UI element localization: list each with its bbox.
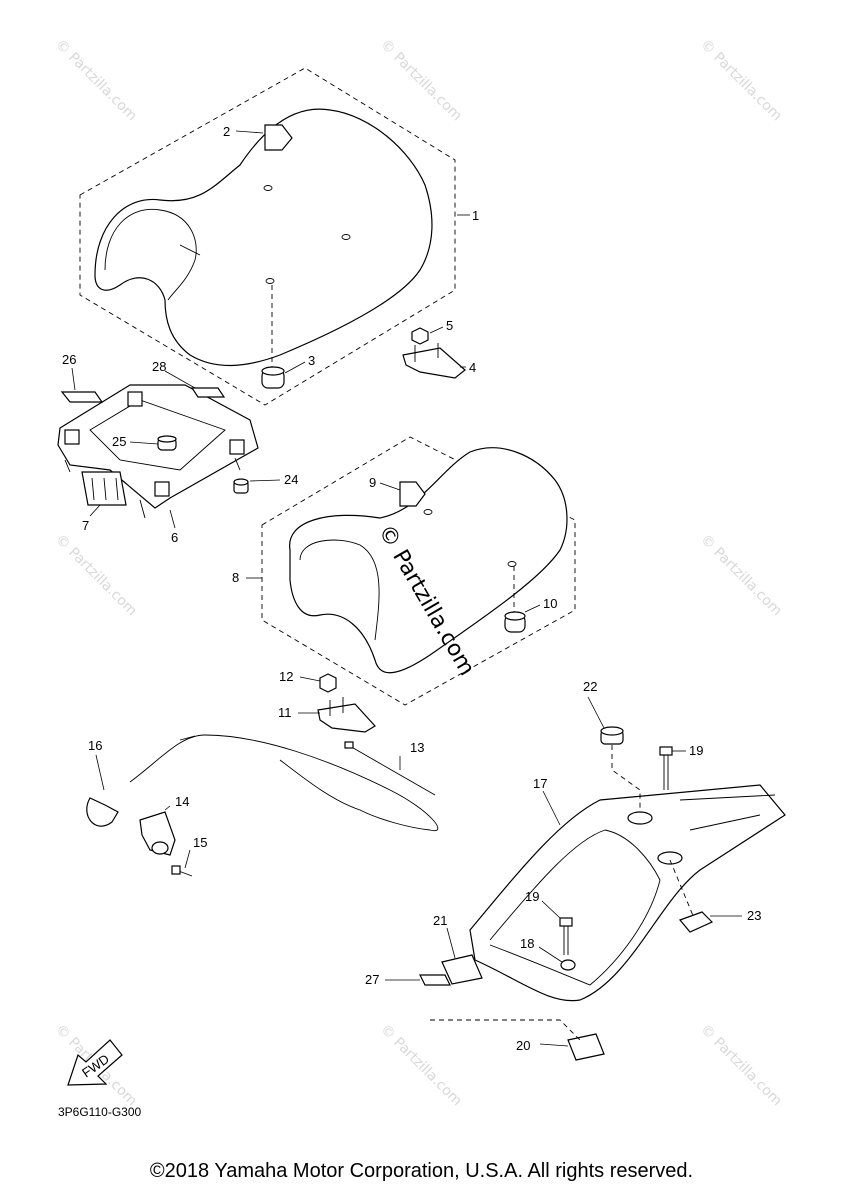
- callout-8: 8: [232, 570, 239, 585]
- callout-5: 5: [446, 318, 453, 333]
- callout-9: 9: [369, 475, 376, 490]
- callout-14: 14: [175, 794, 189, 809]
- callout-19a: 19: [689, 743, 703, 758]
- callout-22: 22: [583, 679, 597, 694]
- fwd-arrow-icon: FWD: [67, 1039, 123, 1086]
- callout-28: 28: [152, 359, 166, 374]
- clip-part-16: [86, 797, 119, 827]
- label-part-2: [264, 124, 293, 151]
- callout-17: 17: [533, 776, 547, 791]
- copyright-notice: ©2018 Yamaha Motor Corporation, U.S.A. A…: [149, 1160, 694, 1182]
- callout-1: 1: [472, 208, 479, 223]
- callout-13: 13: [410, 740, 424, 755]
- callout-15: 15: [193, 835, 207, 850]
- bolt-part-19-top: [659, 746, 673, 790]
- callout-12: 12: [279, 669, 293, 684]
- label-part-9: [399, 481, 426, 507]
- watermark-tc: © Partzilla.com: [377, 37, 465, 125]
- callout-24: 24: [284, 472, 298, 487]
- rear-seat-assembly: © Partzilla.com: [261, 436, 576, 706]
- cable-part-13: [129, 734, 439, 832]
- bolt-part-19-bottom: [559, 917, 573, 955]
- watermark-tr: © Partzilla.com: [697, 37, 785, 125]
- front-seat-assembly: [79, 67, 456, 406]
- rear-frame-part-17: [469, 784, 786, 1002]
- callout-10: 10: [543, 596, 557, 611]
- grommet-part-24: [233, 478, 249, 494]
- bracket-part-4: [402, 343, 466, 379]
- callout-26: 26: [62, 352, 76, 367]
- callout-16: 16: [88, 738, 102, 753]
- callout-7: 7: [82, 518, 89, 533]
- watermark-bc: © Partzilla.com: [377, 1022, 465, 1110]
- callout-18: 18: [520, 936, 534, 951]
- bracket-part-11: [317, 697, 376, 733]
- nut-part-12: [319, 673, 337, 693]
- screw-part-15: [171, 865, 193, 877]
- damper-part-10: [504, 566, 526, 633]
- watermark-mr: © Partzilla.com: [697, 532, 785, 620]
- damper-part-3: [261, 285, 285, 389]
- damper-part-25: [157, 435, 177, 451]
- latch-part-7: [81, 471, 127, 506]
- callout-25: 25: [112, 434, 126, 449]
- callout-20: 20: [516, 1038, 530, 1053]
- callouts: 2 1 3 5 4 26 28 25 24 7 6 9 8 10 12 11 1: [62, 124, 761, 1053]
- label-part-26: [60, 391, 104, 403]
- pad-part-20: [567, 1033, 605, 1061]
- callout-19b: 19: [525, 889, 539, 904]
- callout-11: 11: [278, 705, 292, 720]
- label-part-27: [419, 974, 451, 986]
- watermark-tl: © Partzilla.com: [52, 37, 140, 125]
- diagram-code: 3P6G110-G300: [58, 1105, 141, 1119]
- plate-part-23: [669, 859, 714, 933]
- grommet-part-22: [600, 726, 624, 745]
- callout-23: 23: [747, 908, 761, 923]
- callout-21: 21: [433, 913, 447, 928]
- pad-part-21: [441, 954, 483, 985]
- callout-2: 2: [223, 124, 230, 139]
- callout-6: 6: [171, 530, 178, 545]
- watermark-ml: © Partzilla.com: [52, 532, 140, 620]
- label-part-28: [190, 387, 226, 398]
- watermark-br: © Partzilla.com: [697, 1022, 785, 1110]
- callout-4: 4: [469, 360, 476, 375]
- nut-part-5: [411, 327, 429, 345]
- callout-3: 3: [308, 353, 315, 368]
- washer-part-18: [560, 959, 576, 971]
- callout-27: 27: [365, 972, 379, 987]
- lock-part-14: [139, 811, 176, 856]
